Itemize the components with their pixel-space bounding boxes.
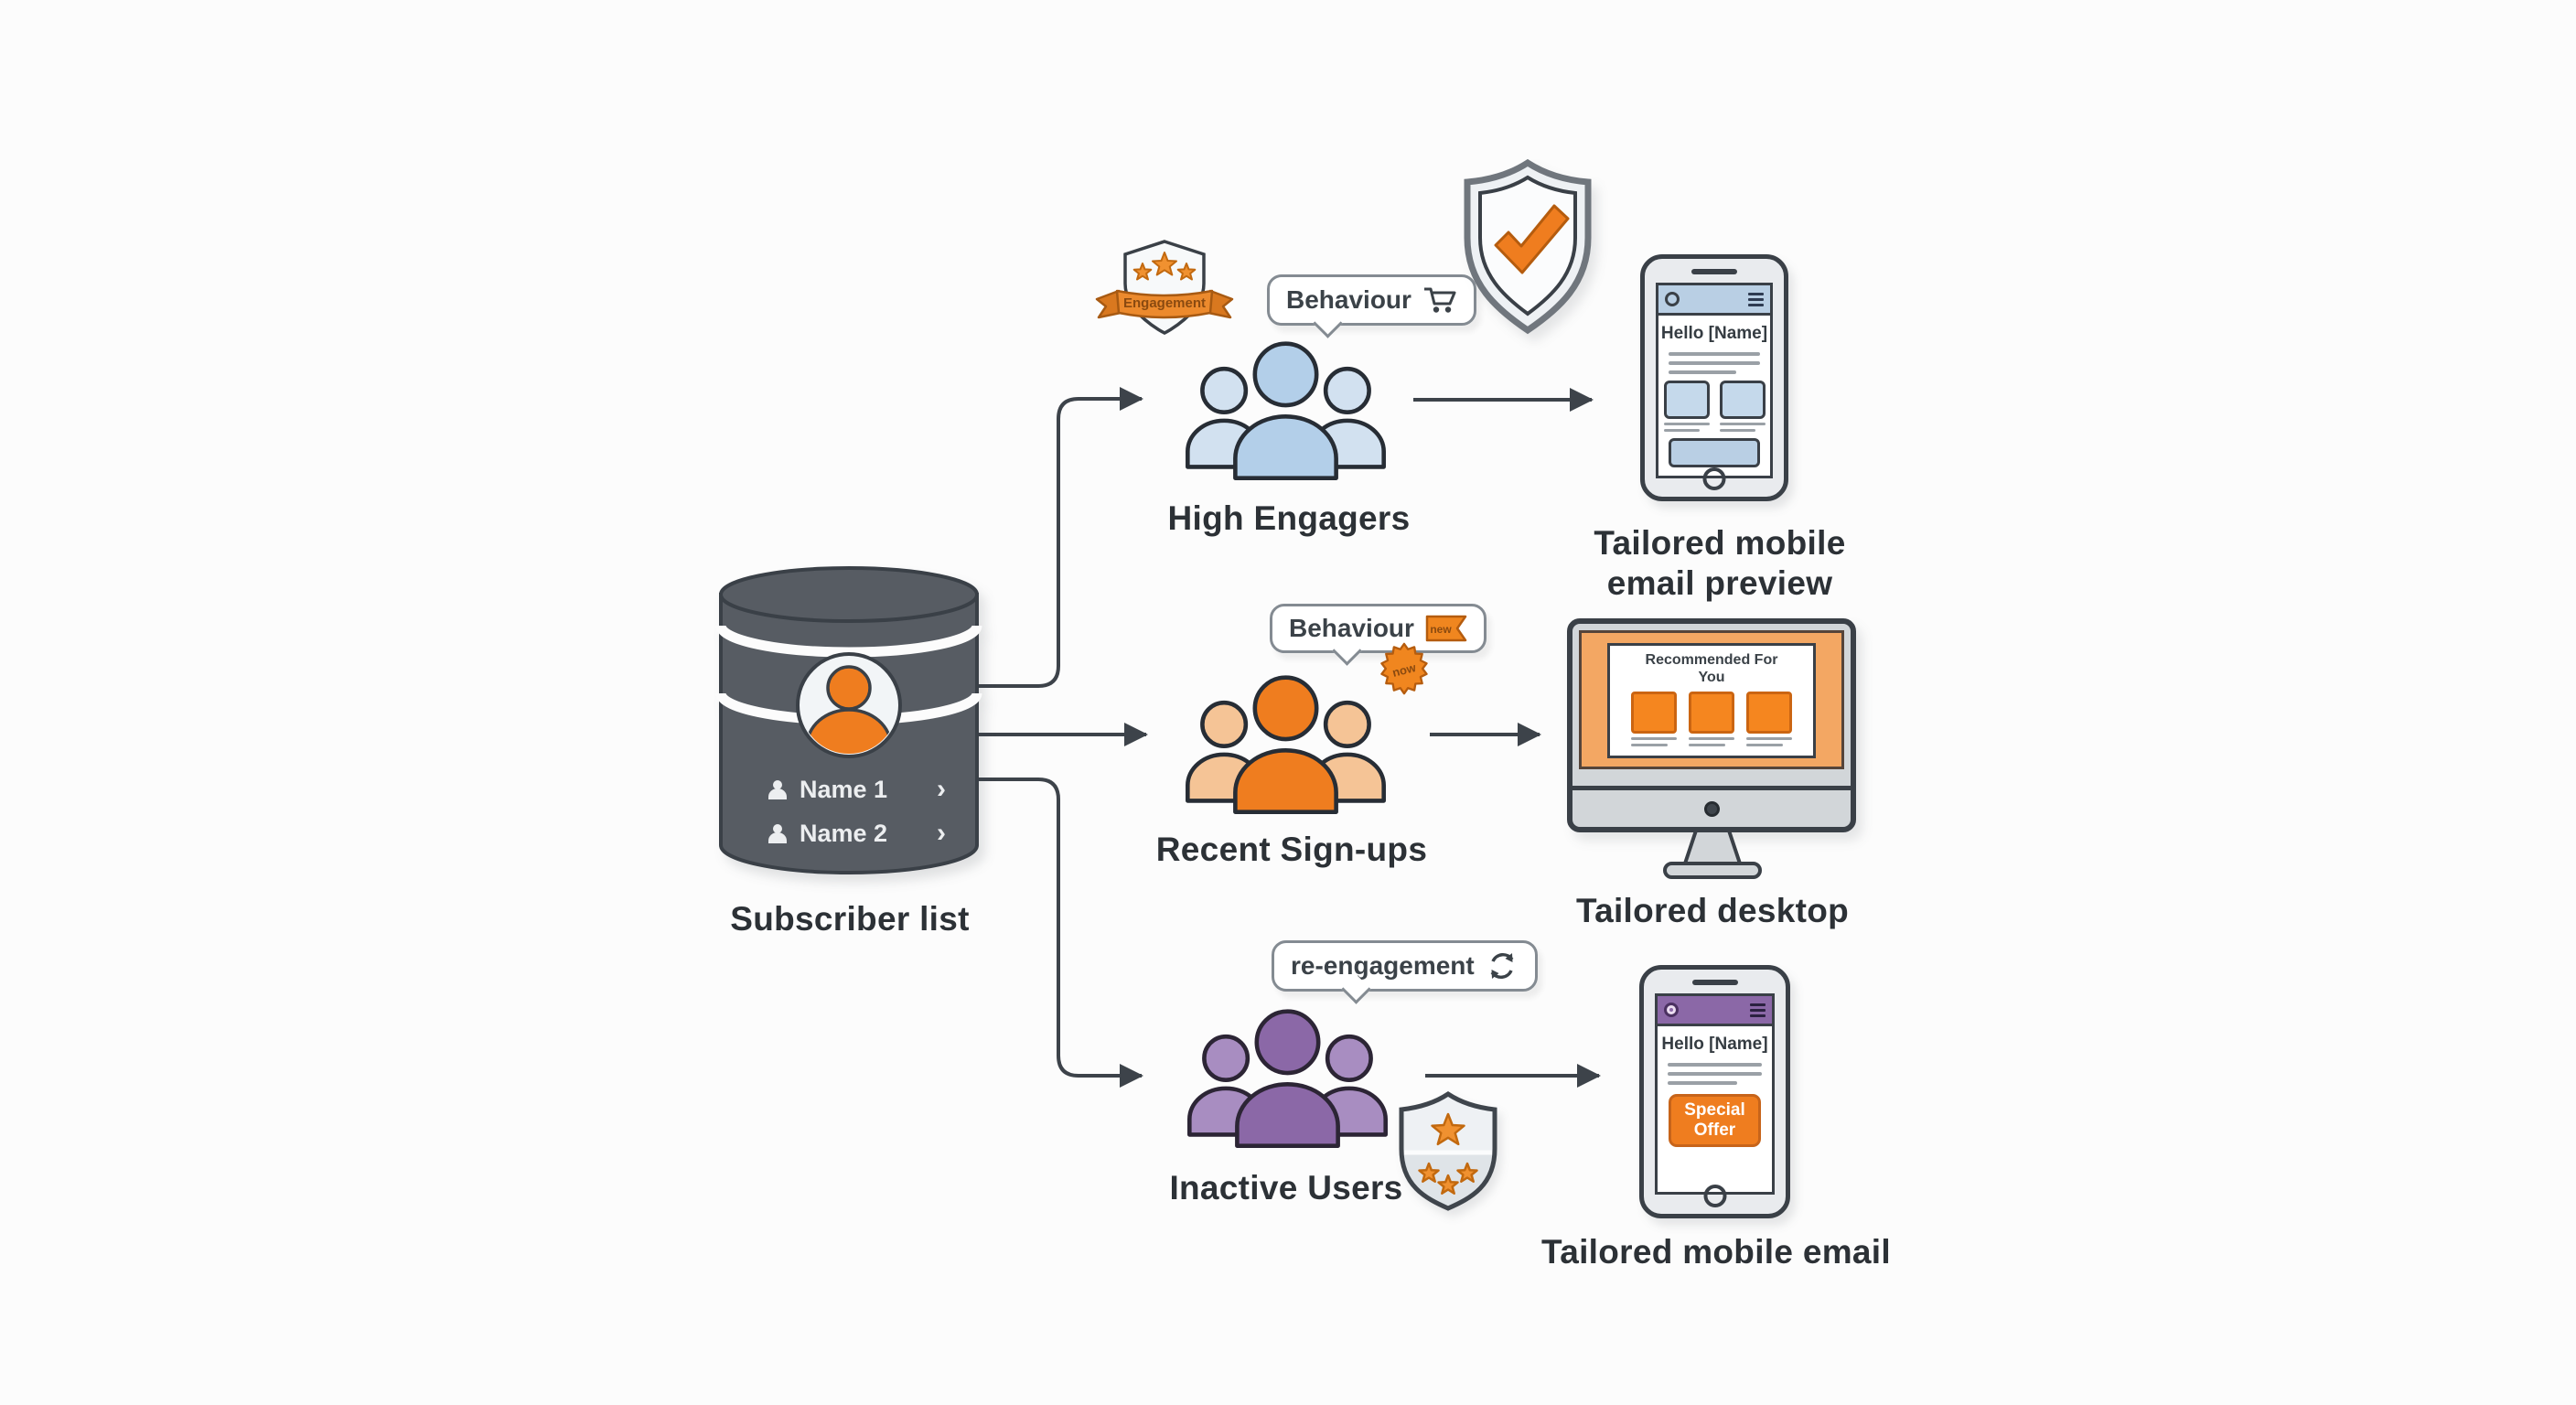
logo-circle-icon xyxy=(1664,1003,1679,1017)
phone-screen: Hello [Name] Special Offer xyxy=(1655,993,1775,1195)
home-button xyxy=(1703,1185,1726,1207)
person-icon xyxy=(768,780,787,799)
connector-to-inactive-users xyxy=(971,778,1143,1088)
flag-icon: new xyxy=(1425,615,1467,642)
list-item: Name 2 › xyxy=(767,815,946,852)
mobile-email-label: Tailored mobile email xyxy=(1541,1233,1891,1271)
product-row xyxy=(1610,692,1813,747)
starburst-badge-icon: now xyxy=(1380,642,1428,695)
product-block xyxy=(1631,692,1677,747)
monitor-screen: Recommended For You xyxy=(1579,630,1844,769)
chevron-right-icon: › xyxy=(937,818,946,848)
subscriber-rows: Name 1 › Name 2 › xyxy=(767,771,946,859)
bubble-label: Behaviour xyxy=(1286,285,1411,314)
reengagement-bubble: re-engagement xyxy=(1272,940,1538,1004)
checkmark xyxy=(1494,204,1570,274)
subscriber-name: Name 1 xyxy=(800,775,888,803)
email-image-block xyxy=(1719,381,1766,432)
recent-signups-group-icon xyxy=(1186,675,1386,814)
mobile-preview-phone: Hello [Name] xyxy=(1640,254,1788,501)
avatar xyxy=(796,652,902,758)
menu-icon xyxy=(1748,292,1764,306)
behaviour-bubble-recent: Behaviour new xyxy=(1270,604,1487,666)
special-offer-button: Special Offer xyxy=(1669,1094,1761,1147)
inactive-users-label: Inactive Users xyxy=(1169,1169,1403,1207)
logo-circle-icon xyxy=(1665,292,1680,306)
email-greeting: Hello [Name] xyxy=(1661,1035,1768,1054)
high-engagers-group-icon xyxy=(1186,341,1386,480)
star-shield-icon xyxy=(1399,1090,1497,1211)
refresh-icon xyxy=(1490,952,1514,980)
email-header-bar xyxy=(1658,285,1770,316)
engagement-ribbon-label: Engagement xyxy=(1123,295,1206,311)
recommendation-title: Recommended For You xyxy=(1645,652,1778,686)
starburst-label: now xyxy=(1390,660,1418,680)
email-image-block xyxy=(1663,381,1710,432)
product-block xyxy=(1689,692,1734,747)
subscriber-database-icon xyxy=(715,566,982,874)
email-header-bar xyxy=(1658,996,1772,1026)
subscriber-list-label: Subscriber list xyxy=(730,900,970,938)
phone-speaker xyxy=(1691,980,1738,985)
list-item: Name 1 › xyxy=(767,771,946,808)
high-engagers-label: High Engagers xyxy=(1167,499,1411,537)
product-block xyxy=(1746,692,1792,747)
shopping-cart-icon xyxy=(1423,287,1456,313)
menu-icon xyxy=(1750,1003,1766,1017)
mobile-email-phone: Hello [Name] Special Offer xyxy=(1639,965,1790,1218)
text-placeholder-lines xyxy=(1658,352,1770,374)
bubble-label: re-engagement xyxy=(1291,951,1475,980)
recent-signups-label: Recent Sign-ups xyxy=(1155,831,1428,868)
behaviour-bubble-high: Behaviour xyxy=(1267,274,1476,338)
mobile-preview-label: Tailored mobile email preview xyxy=(1594,524,1846,602)
bubble-label: Behaviour xyxy=(1289,614,1414,642)
shield-check-icon xyxy=(1464,158,1592,335)
desktop-label: Tailored desktop xyxy=(1575,892,1850,929)
text-placeholder-lines xyxy=(1658,1063,1772,1085)
connector-to-high-engagers xyxy=(971,387,1143,688)
email-image-row xyxy=(1658,381,1770,432)
flag-label: new xyxy=(1430,623,1452,636)
chevron-right-icon: › xyxy=(937,774,946,804)
monitor-bezel xyxy=(1572,786,1851,827)
engagement-badge-icon: Engagement xyxy=(1095,240,1234,335)
power-dot-icon xyxy=(1703,800,1720,817)
email-greeting: Hello [Name] xyxy=(1660,324,1768,343)
home-button xyxy=(1702,467,1726,490)
desktop-monitor: Recommended For You xyxy=(1567,618,1856,832)
recommendation-card: Recommended For You xyxy=(1607,643,1816,758)
monitor-stand xyxy=(1663,829,1762,879)
email-footer-bar xyxy=(1669,438,1760,467)
person-icon xyxy=(768,824,787,843)
inactive-users-group-icon xyxy=(1187,1009,1388,1148)
phone-screen: Hello [Name] xyxy=(1656,283,1773,478)
phone-speaker xyxy=(1691,269,1737,274)
subscriber-name: Name 2 xyxy=(800,819,888,847)
